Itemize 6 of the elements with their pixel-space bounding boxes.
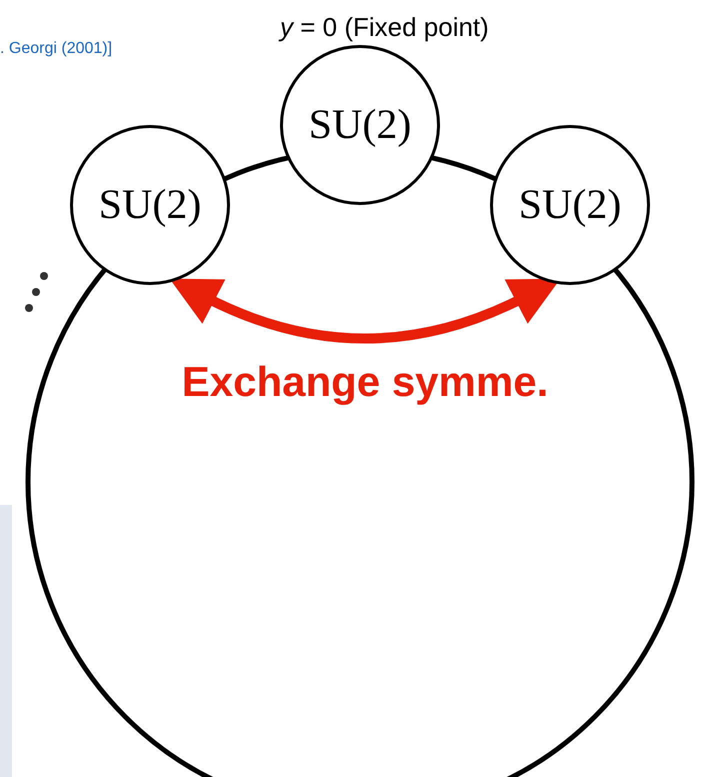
- node-caption: y = 0 (Fixed point): [280, 12, 489, 42]
- group-label: SU(2): [98, 181, 202, 229]
- group-label: SU(2): [308, 101, 412, 149]
- edge-label: Exchange symme.: [180, 358, 550, 406]
- citation-link: . Georgi (2001)]: [0, 40, 112, 58]
- group-label: SU(2): [518, 181, 622, 229]
